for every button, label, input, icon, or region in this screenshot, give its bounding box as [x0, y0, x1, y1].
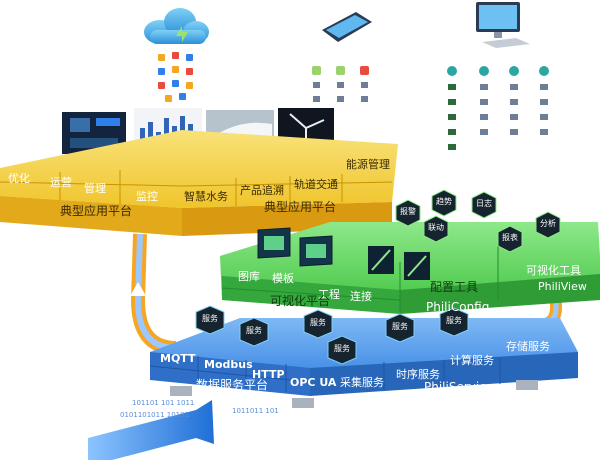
- config-tool-title: 配置工具: [430, 280, 479, 294]
- viz-label-gallery: 图库: [238, 270, 260, 283]
- app-label-traceability: 产品追溯: [240, 184, 284, 197]
- badge-report: 报表: [502, 233, 518, 242]
- protocol-modbus: Modbus: [204, 358, 253, 371]
- badge-service-1: 服务: [202, 314, 218, 323]
- connector-tube-left: [130, 233, 177, 355]
- badge-analysis: 分析: [540, 219, 556, 228]
- binary-stream-1: 101101 101 1011: [132, 399, 195, 407]
- binary-stream-3: 1011011 101: [232, 407, 279, 415]
- badge-linkage: 联动: [428, 223, 444, 232]
- binary-stream-2: 0101101011 10101: [120, 411, 190, 419]
- cloud-icon: [144, 8, 209, 44]
- monitor-app-grid: [447, 66, 549, 150]
- viz-tool-name: PhiliView: [538, 280, 587, 293]
- app-label-smart-water: 智慧水务: [184, 190, 228, 203]
- badge-service-3: 服务: [310, 318, 326, 327]
- viz-label-template: 模板: [272, 272, 294, 285]
- data-service-name: PhiliService: [424, 380, 494, 394]
- badge-trend: 趋势: [436, 197, 452, 206]
- app-label-optimize: 优化: [8, 172, 30, 185]
- service-timeseries: 时序服务: [396, 368, 440, 381]
- cloud-node-grid: [158, 52, 193, 102]
- viz-label-connect: 连接: [350, 290, 372, 303]
- blue-badges: [195, 305, 469, 365]
- app-label-monitor: 监控: [136, 190, 158, 203]
- service-storage: 存储服务: [506, 340, 550, 353]
- protocol-opc-ua: OPC UA: [290, 376, 337, 389]
- app-label-manage: 管理: [84, 182, 106, 195]
- badge-alarm: 报警: [400, 207, 416, 216]
- viz-label-project: 工程: [318, 288, 340, 301]
- application-layer: [0, 130, 398, 236]
- app-label-energy: 能源管理: [346, 158, 390, 171]
- tablet-app-column: [312, 66, 369, 102]
- badge-log: 日志: [476, 199, 492, 208]
- data-flow-arrow: [88, 400, 214, 460]
- badge-service-2: 服务: [246, 326, 262, 335]
- tablet-icon: [322, 12, 372, 42]
- app-platform-title-left: 典型应用平台: [60, 204, 133, 218]
- green-badges: [395, 189, 561, 253]
- app-label-rail-transit: 轨道交通: [294, 178, 338, 191]
- protocol-mqtt: MQTT: [160, 352, 196, 365]
- viz-platform-title: 可视化平台: [270, 294, 331, 308]
- up-arrow-icon: [130, 282, 146, 296]
- viz-tool-title: 可视化工具: [526, 264, 581, 277]
- service-collect: 采集服务: [340, 376, 384, 389]
- service-compute: 计算服务: [450, 354, 494, 367]
- monitor-icon: [476, 2, 530, 48]
- screen-icons: [257, 227, 430, 280]
- data-platform-title: 数据服务平台: [196, 378, 269, 392]
- app-label-operate: 运营: [50, 176, 72, 189]
- badge-service-6: 服务: [446, 316, 462, 325]
- badge-service-4: 服务: [334, 344, 350, 353]
- badge-service-5: 服务: [392, 322, 408, 331]
- app-platform-title-right: 典型应用平台: [264, 200, 337, 214]
- config-tool-name: PhiliConfig: [426, 300, 490, 314]
- protocol-http: HTTP: [252, 368, 285, 381]
